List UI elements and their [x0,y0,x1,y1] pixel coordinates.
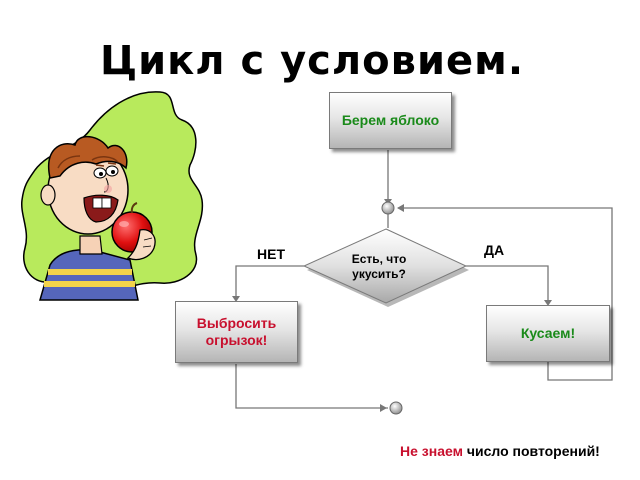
no-branch-label: НЕТ [257,246,285,262]
throw-core-line2: огрызок! [205,332,268,348]
bite-label: Кусаем! [520,325,576,341]
page-title: Цикл с условием. [99,38,525,84]
condition-text: Есть, что укусить? [336,252,422,282]
footer-note: Не знаем число повторений! [400,443,600,459]
ear-shape [40,184,56,206]
footer-rest: число повторений! [466,443,600,459]
connector-bite-loop [398,207,613,381]
connector-throw-to-end [235,364,388,409]
loop-junction-node [381,201,395,215]
throw-core-block: Выбросить огрызок! [175,301,298,363]
hand-shape [126,229,156,261]
footer-highlight: Не знаем [400,443,463,459]
take-apple-block: Берем яблоко [329,92,452,149]
neck-shape [79,235,103,255]
yes-branch-label: ДА [484,242,505,258]
condition-line1: Есть, что [351,252,407,266]
bite-block: Кусаем! [486,305,610,362]
hair-shape [47,136,128,179]
decision-diamond [302,228,468,304]
boy-eating-apple-illustration [21,91,204,301]
condition-line2: укусить? [352,267,406,281]
connector-diamond-to-throw [235,265,304,300]
connector-diamond-to-bite [466,265,549,304]
take-apple-label: Берем яблоко [341,112,440,128]
end-junction-node [389,401,403,415]
flow-connectors [235,150,613,409]
throw-core-line1: Выбросить [196,315,277,331]
